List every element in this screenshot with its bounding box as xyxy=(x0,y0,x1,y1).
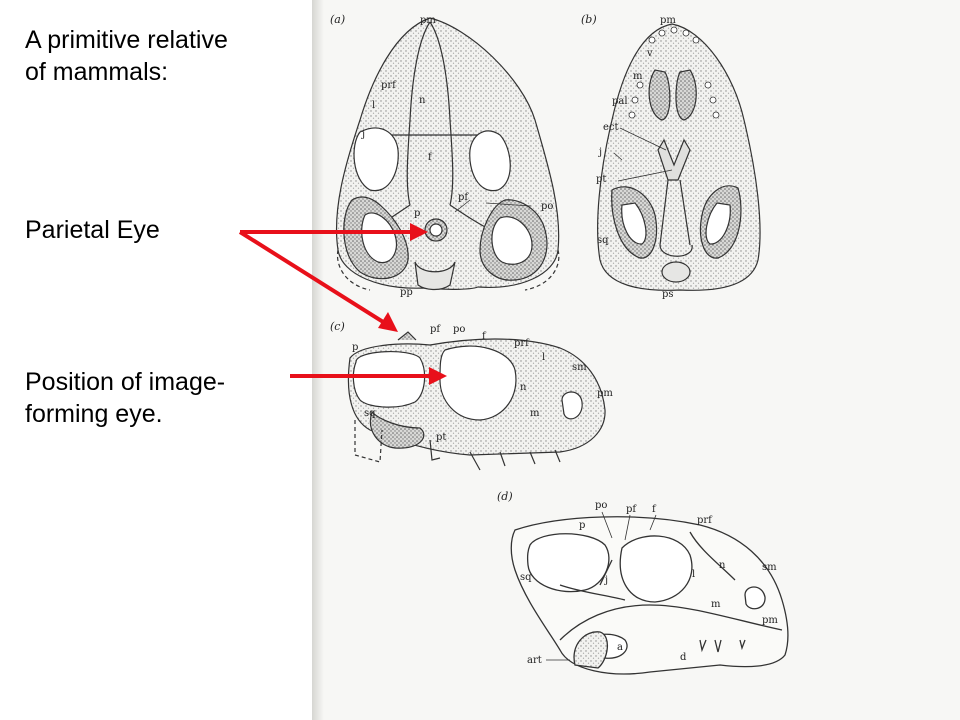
scan-edge-shadow xyxy=(312,0,324,720)
label-c-pf: pf xyxy=(430,324,441,335)
label-c-sm: sm xyxy=(572,362,587,373)
skull-a-dorsal xyxy=(335,17,560,291)
panel-c-label: (c) xyxy=(330,320,345,333)
label-d-pm: pm xyxy=(762,615,778,626)
label-d-j: j xyxy=(604,575,608,586)
skull-b-palatal xyxy=(597,23,761,291)
label-d-l: l xyxy=(692,569,695,580)
label-c-pm: pm xyxy=(597,388,613,399)
label-d-m: m xyxy=(711,599,721,610)
panel-d-label: (d) xyxy=(497,490,513,503)
label-c-prf: prf xyxy=(514,338,530,349)
image-forming-eye-label: Position of image- forming eye. xyxy=(25,366,225,430)
label-b-ps: ps xyxy=(662,289,674,300)
label-c-m: m xyxy=(530,408,540,419)
skull-c-lateral xyxy=(347,331,606,471)
label-b-pt: pt xyxy=(596,174,606,185)
label-a-pf: pf xyxy=(458,192,469,203)
heading-line-2: of mammals: xyxy=(25,58,169,86)
position-line-2: forming eye. xyxy=(25,400,163,428)
label-d-sm: sm xyxy=(762,562,777,573)
panel-a-label: (a) xyxy=(330,13,345,26)
label-a-po: po xyxy=(541,201,553,212)
label-c-f: f xyxy=(482,331,487,342)
label-b-m: m xyxy=(633,71,643,82)
label-d-art: art xyxy=(527,655,542,666)
label-b-ect: ect xyxy=(603,122,619,133)
label-d-f: f xyxy=(652,504,657,515)
arrow-to-parietal-eye xyxy=(240,223,428,241)
arrow-to-parietal-eye-lateral xyxy=(238,230,398,332)
label-c-l: l xyxy=(542,352,545,363)
arrow-to-image-forming-eye xyxy=(290,367,447,385)
label-a-p: p xyxy=(414,208,420,219)
label-d-pf: pf xyxy=(626,504,637,515)
label-d-sq: sq xyxy=(520,572,532,583)
annotation-arrows xyxy=(238,223,447,385)
heading-text: A primitive relative of mammals: xyxy=(25,24,228,88)
parietal-eye-label: Parietal Eye xyxy=(25,216,160,244)
label-c-pt: pt xyxy=(436,432,446,443)
label-a-f: f xyxy=(428,152,433,163)
label-c-p: p xyxy=(352,342,358,353)
skull-d-lateral-outline xyxy=(510,516,789,675)
label-c-sq: sq xyxy=(364,408,376,419)
label-a-j: j xyxy=(361,129,365,140)
label-b-v: v xyxy=(646,48,653,59)
skull-a-labels: (a) pm prf l n j f pf po p pp xyxy=(330,13,553,298)
position-line-1: Position of image- xyxy=(25,368,226,396)
label-a-l: l xyxy=(372,100,375,111)
label-d-d: d xyxy=(680,652,687,663)
skull-b-labels: (b) pm v m pal ect j pt sq ps xyxy=(581,13,676,300)
skull-c-labels: (c) p pf po f prf l sm n pm sq m pt xyxy=(330,320,613,443)
label-c-po: po xyxy=(453,324,465,335)
heading-line-1: A primitive relative xyxy=(25,26,228,54)
label-a-pp: pp xyxy=(400,287,413,298)
skull-d-labels: (d) po pf f prf p sq j l n sm m pm art a… xyxy=(497,490,778,666)
label-a-prf: prf xyxy=(381,80,397,91)
label-d-p: p xyxy=(579,520,585,531)
label-d-a: a xyxy=(617,642,623,653)
label-d-n: n xyxy=(719,560,726,571)
label-b-pal: pal xyxy=(612,96,628,107)
label-d-prf: prf xyxy=(697,515,713,526)
label-c-n: n xyxy=(520,382,527,393)
label-a-n: n xyxy=(419,95,426,106)
label-d-po: po xyxy=(595,500,607,511)
label-a-pm: pm xyxy=(420,15,436,26)
label-b-sq: sq xyxy=(597,235,609,246)
label-b-pm: pm xyxy=(660,15,676,26)
label-b-j: j xyxy=(598,147,602,158)
panel-b-label: (b) xyxy=(581,13,597,26)
